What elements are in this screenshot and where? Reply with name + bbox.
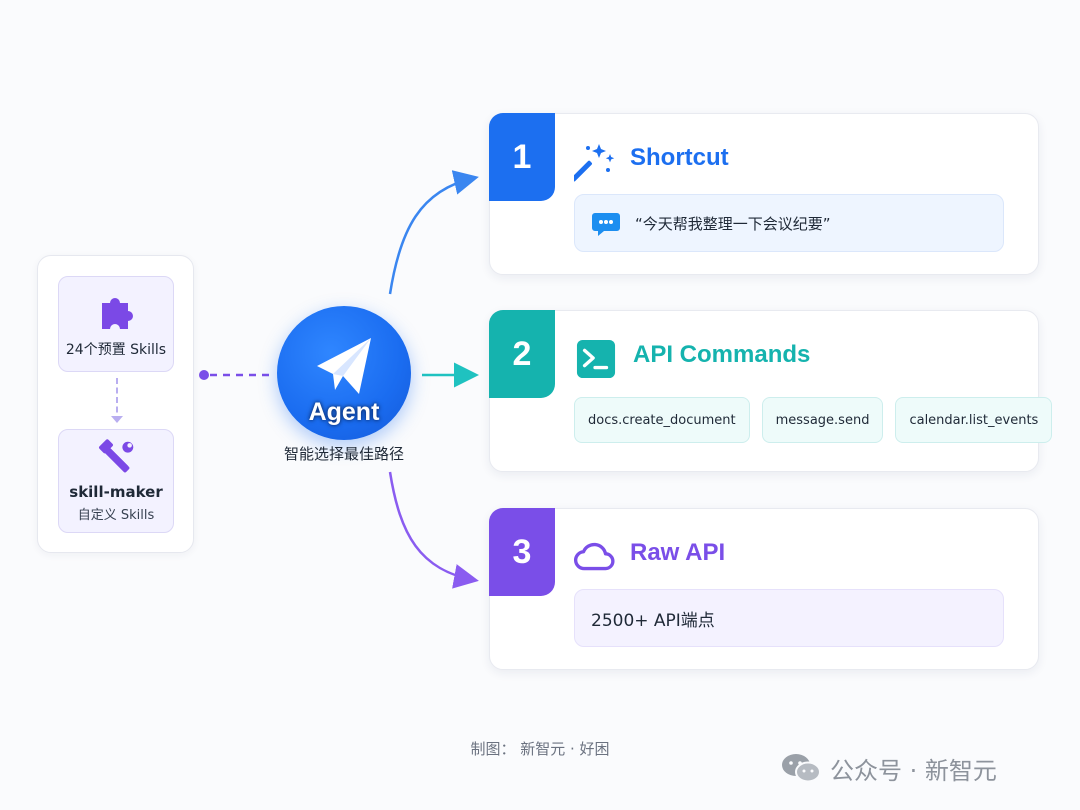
shortcut-example-box: “今天帮我整理一下会议纪要” bbox=[574, 194, 1004, 252]
route-card-shortcut[interactable]: 1 Shortcut “今天帮我整理一下会议纪要” bbox=[489, 113, 1039, 275]
puzzle-icon bbox=[102, 298, 133, 329]
agent-label: Agent bbox=[308, 398, 380, 426]
route-number-badge: 3 bbox=[489, 508, 555, 596]
arrow-to-raw-api bbox=[388, 471, 479, 589]
agent-node[interactable] bbox=[277, 306, 411, 440]
route-number-badge: 2 bbox=[489, 310, 555, 398]
watermark: 公众号 · 新智元 bbox=[780, 752, 997, 785]
preset-skills-label: 24个预置 Skills bbox=[65, 342, 167, 358]
connector-dot bbox=[199, 370, 209, 380]
arrow-to-shortcut bbox=[388, 170, 479, 295]
command-chip[interactable]: message.send bbox=[761, 397, 884, 443]
route-title-api-commands: API Commands bbox=[633, 341, 811, 368]
credit-text: 制图： 新智元 · 好困 bbox=[470, 740, 610, 758]
paper-plane-icon bbox=[317, 338, 371, 394]
skill-maker-card[interactable]: skill-maker 自定义 Skills bbox=[58, 429, 174, 533]
route-number-badge: 1 bbox=[489, 113, 555, 201]
dashed-arrow-head bbox=[111, 416, 123, 423]
command-list: docs.create_document message.send calend… bbox=[574, 397, 1053, 443]
route-title-shortcut: Shortcut bbox=[630, 144, 729, 171]
terminal-icon bbox=[576, 339, 616, 379]
skill-maker-subtitle: 自定义 Skills bbox=[77, 508, 155, 523]
preset-skills-card[interactable]: 24个预置 Skills bbox=[58, 276, 174, 372]
route-title-raw-api: Raw API bbox=[630, 539, 726, 566]
dashed-connector bbox=[116, 378, 118, 422]
chat-bubble-icon bbox=[592, 213, 620, 236]
tools-icon bbox=[99, 439, 134, 473]
watermark-text: 公众号 · 新智元 bbox=[830, 756, 997, 785]
command-chip[interactable]: docs.create_document bbox=[574, 397, 750, 443]
command-chip[interactable]: calendar.list_events bbox=[895, 397, 1053, 443]
skill-maker-title: skill-maker bbox=[69, 483, 163, 501]
cloud-icon bbox=[574, 542, 615, 571]
magic-wand-icon bbox=[574, 144, 615, 182]
route-card-raw-api[interactable]: 3 Raw API 2500+ API端点 bbox=[489, 508, 1039, 670]
route-card-api-commands[interactable]: 2 API Commands docs.create_document mess… bbox=[489, 310, 1053, 472]
agent-subtitle: 智能选择最佳路径 bbox=[283, 445, 404, 463]
wechat-icon bbox=[782, 754, 821, 783]
skills-panel: 24个预置 Skills skill-maker 自定义 Skills bbox=[37, 255, 194, 553]
shortcut-example-text: “今天帮我整理一下会议纪要” bbox=[635, 214, 831, 233]
raw-api-detail: 2500+ API端点 bbox=[574, 589, 1004, 647]
